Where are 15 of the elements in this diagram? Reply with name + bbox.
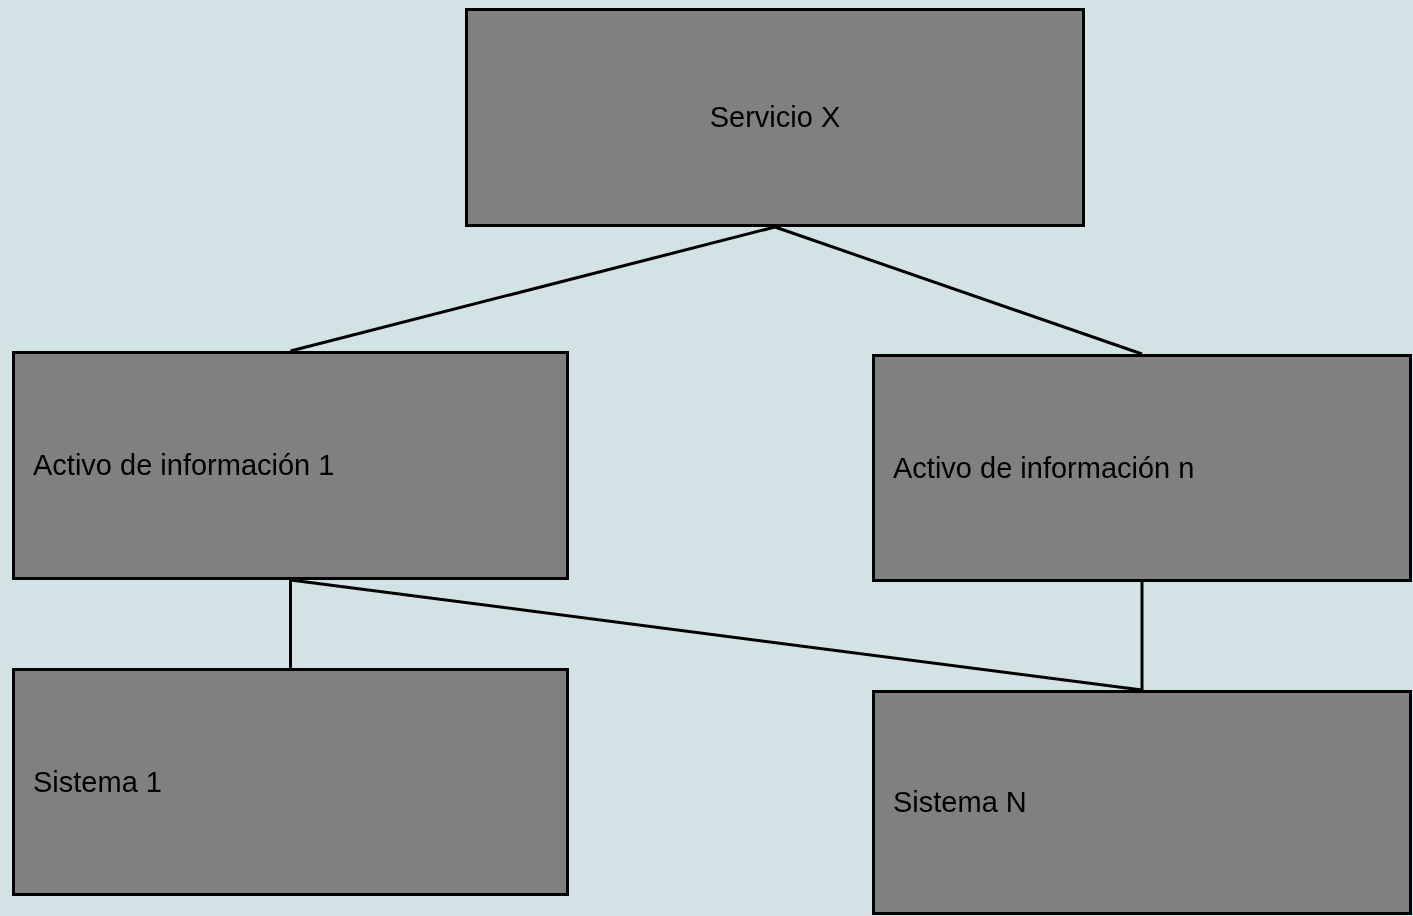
process-box (12, 668, 569, 896)
connector-line (289, 580, 292, 668)
box-label: Sistema N (893, 786, 1027, 819)
box-label: Activo de información n (893, 451, 1195, 485)
connector-line (774, 225, 1143, 356)
box-label: Activo de información 1 (33, 449, 335, 482)
connector-line (1140, 582, 1144, 690)
process-box (12, 351, 569, 580)
box-label: Servicio X (709, 101, 841, 134)
connector-line (290, 225, 776, 353)
process-box (872, 354, 1412, 582)
process-box (465, 8, 1085, 227)
process-box (872, 690, 1412, 915)
connector-line (290, 578, 1143, 692)
box-label: Sistema 1 (33, 765, 162, 799)
